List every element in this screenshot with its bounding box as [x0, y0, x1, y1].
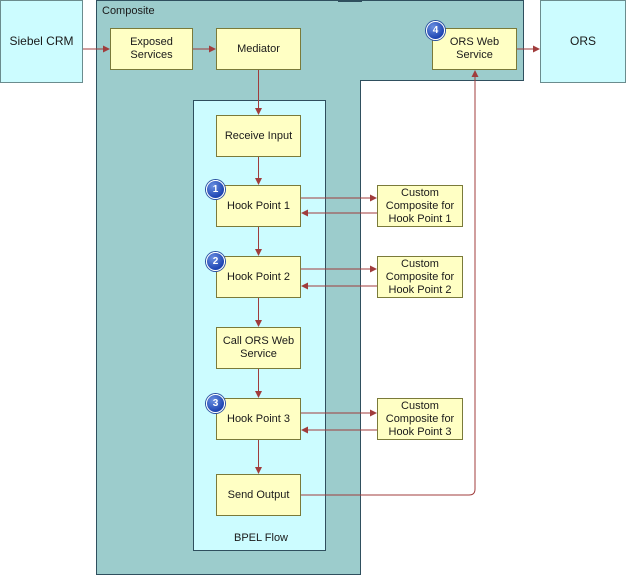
hook-point-1-node: Hook Point 1	[216, 185, 301, 227]
step-badge-2: 2	[206, 252, 225, 271]
arrow-send-to-ors-web-service	[301, 70, 479, 496]
bpel-flow-label: BPEL Flow	[234, 532, 289, 544]
step-badge-3: 3	[206, 394, 225, 413]
composite-label: Composite	[102, 5, 155, 17]
send-output-node: Send Output	[216, 474, 301, 516]
hook-point-3-node: Hook Point 3	[216, 398, 301, 440]
ors-node: ORS	[540, 0, 626, 83]
call-ors-web-service-node: Call ORS Web Service	[216, 327, 301, 369]
receive-input-node: Receive Input	[216, 115, 301, 157]
custom-composite-hp3-node: Custom Composite for Hook Point 3	[377, 398, 463, 440]
custom-composite-hp1-node: Custom Composite for Hook Point 1	[377, 185, 463, 227]
ors-web-service-node: ORS Web Service	[432, 28, 517, 70]
custom-composite-hp2-node: Custom Composite for Hook Point 2	[377, 256, 463, 298]
mediator-node: Mediator	[216, 28, 301, 70]
step-badge-1: 1	[206, 180, 225, 199]
hook-point-2-node: Hook Point 2	[216, 256, 301, 298]
siebel-crm-node: Siebel CRM	[0, 0, 83, 83]
step-badge-4: 4	[426, 21, 445, 40]
exposed-services-node: Exposed Services	[110, 28, 193, 70]
